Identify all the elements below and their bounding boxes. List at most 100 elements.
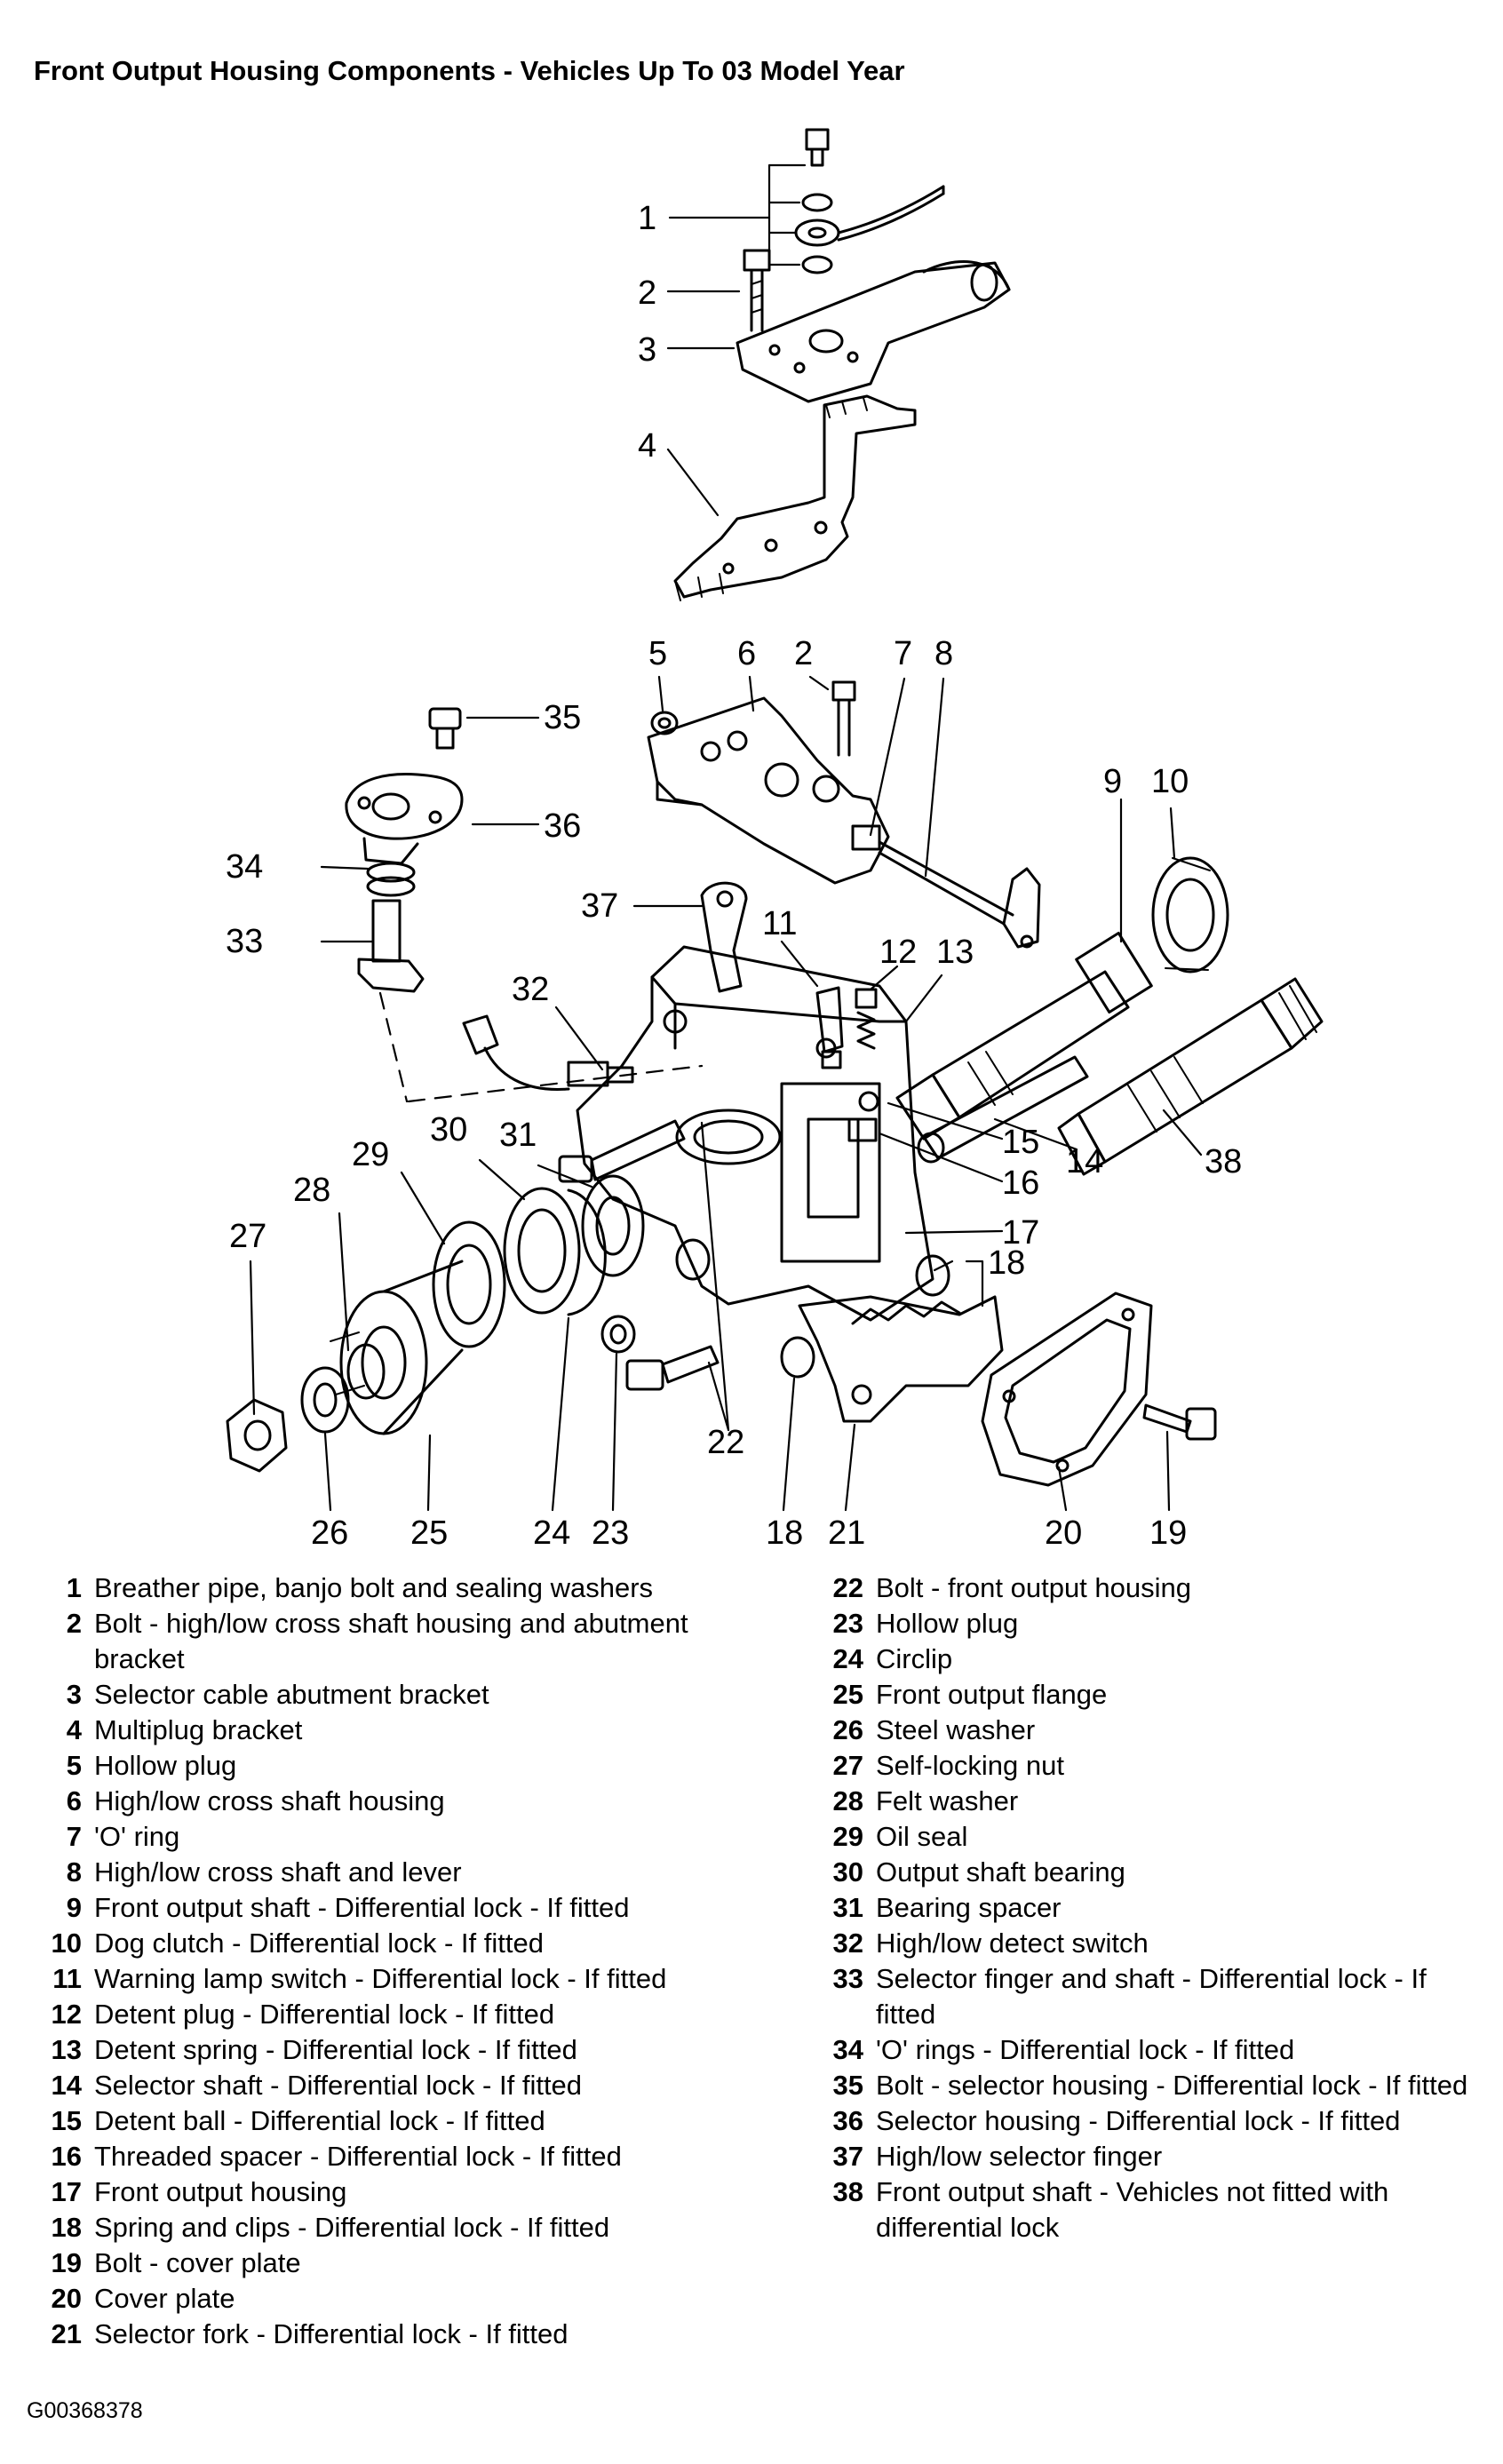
legend-item: 1 Breather pipe, banjo bolt and sealing w… bbox=[27, 1570, 773, 1606]
callout-11: 11 bbox=[762, 905, 797, 942]
bolt-part-2b bbox=[831, 680, 856, 757]
legend-description: Bolt - selector housing - Differential l… bbox=[876, 2070, 1468, 2101]
legend-description: Output shaft bearing bbox=[876, 1856, 1125, 1888]
figure-code: G00368378 bbox=[27, 2398, 143, 2423]
legend-number: 21 bbox=[51, 2318, 82, 2349]
callout-25: 25 bbox=[410, 1514, 448, 1552]
leader-lines bbox=[249, 163, 1203, 1512]
callout-3: 3 bbox=[638, 331, 656, 369]
callout-31: 31 bbox=[499, 1117, 537, 1154]
callout-37: 37 bbox=[581, 887, 618, 925]
callout-21: 21 bbox=[828, 1514, 865, 1552]
legend-description: Front output shaft - Vehicles not fitted… bbox=[876, 2176, 1389, 2243]
legend-item: 26 Steel washer bbox=[808, 1713, 1483, 1748]
abutment-bracket-part bbox=[736, 260, 1011, 403]
legend-description: Detent ball - Differential lock - If fit… bbox=[94, 2105, 545, 2136]
legend-number: 30 bbox=[832, 1856, 863, 1888]
legend-description: Selector fork - Differential lock - If f… bbox=[94, 2318, 569, 2349]
legend-number: 8 bbox=[66, 1856, 82, 1888]
legend-number: 4 bbox=[66, 1714, 82, 1745]
callout-32: 32 bbox=[512, 971, 549, 1008]
legend-description: Bolt - high/low cross shaft housing and … bbox=[94, 1608, 688, 1674]
legend-number: 16 bbox=[51, 2141, 82, 2172]
oil-seal-part bbox=[432, 1220, 506, 1348]
callout-34: 34 bbox=[226, 848, 263, 886]
legend-description: Spring and clips - Differential lock - I… bbox=[94, 2212, 610, 2243]
legend-number: 12 bbox=[51, 1999, 82, 2030]
legend-description: Steel washer bbox=[876, 1714, 1036, 1745]
callout-19: 19 bbox=[1149, 1514, 1187, 1552]
legend-number: 9 bbox=[66, 1892, 82, 1923]
warning-lamp-switch-part bbox=[815, 986, 844, 1069]
legend-description: 'O' ring bbox=[94, 1821, 180, 1852]
legend-item: 34'O' rings - Differential lock - If fit… bbox=[808, 2032, 1483, 2068]
legend-description: Hollow plug bbox=[94, 1750, 237, 1781]
high-low-finger-part bbox=[700, 881, 748, 993]
callout-4: 4 bbox=[638, 427, 656, 465]
legend-description: High/low cross shaft housing bbox=[94, 1785, 445, 1816]
legend-description: Selector shaft - Differential lock - If … bbox=[94, 2070, 583, 2101]
cross-shaft-housing-part bbox=[647, 696, 890, 885]
legend-number: 1 bbox=[66, 1572, 82, 1603]
callout-9: 9 bbox=[1103, 763, 1122, 800]
self-locking-nut-part bbox=[226, 1398, 288, 1473]
legend-number: 28 bbox=[832, 1785, 863, 1816]
spring-clips-part bbox=[780, 1254, 961, 1379]
legend-number: 6 bbox=[66, 1785, 82, 1816]
legend-description: Circlip bbox=[876, 1643, 953, 1674]
page-title: Front Output Housing Components - Vehicl… bbox=[34, 55, 905, 86]
legend-description: Front output housing bbox=[94, 2176, 347, 2207]
bearing-spacer-part bbox=[581, 1174, 645, 1277]
legend-number: 26 bbox=[832, 1714, 863, 1745]
callout-27: 27 bbox=[229, 1218, 266, 1255]
legend-item: 14 Selector shaft - Differential lock - I… bbox=[27, 2068, 773, 2103]
legend-description: Bolt - cover plate bbox=[94, 2247, 301, 2278]
front-output-flange-part bbox=[330, 1260, 464, 1435]
selector-fork-part bbox=[798, 1295, 1004, 1423]
legend-description: Selector housing - Differential lock - I… bbox=[876, 2105, 1401, 2136]
legend-number: 14 bbox=[51, 2070, 82, 2101]
legend-description: Breather pipe, banjo bolt and sealing wa… bbox=[94, 1572, 654, 1603]
o-rings-part bbox=[366, 862, 416, 897]
callout-2b: 2 bbox=[794, 635, 813, 672]
legend-description: High/low selector finger bbox=[876, 2141, 1163, 2172]
detent-plug-spring-part bbox=[855, 988, 878, 1050]
callout-6: 6 bbox=[737, 635, 756, 672]
legend-description: Selector finger and shaft - Differential… bbox=[876, 1963, 1427, 2030]
output-shaft-bearing-part bbox=[503, 1187, 581, 1315]
legend-number: 20 bbox=[51, 2283, 82, 2314]
legend-number: 33 bbox=[832, 1963, 863, 1994]
front-output-shaft-diff-part bbox=[895, 931, 1153, 1141]
callout-17: 17 bbox=[1002, 1214, 1039, 1252]
callout-22: 22 bbox=[707, 1424, 744, 1461]
callout-13: 13 bbox=[936, 934, 974, 971]
legend-number: 24 bbox=[832, 1643, 863, 1674]
legend-description: Detent spring - Differential lock - If f… bbox=[94, 2034, 577, 2065]
legend-description: Bolt - front output housing bbox=[876, 1572, 1192, 1603]
legend-number: 27 bbox=[832, 1750, 863, 1781]
callout-20: 20 bbox=[1045, 1514, 1082, 1552]
legend-description: Cover plate bbox=[94, 2283, 235, 2314]
legend-description: Warning lamp switch - Differential lock … bbox=[94, 1963, 667, 1994]
dog-clutch-part bbox=[1151, 856, 1229, 974]
cross-shaft-lever-part bbox=[878, 840, 1041, 949]
legend-number: 37 bbox=[832, 2141, 863, 2172]
callout-15: 15 bbox=[1002, 1124, 1039, 1161]
callout-8: 8 bbox=[934, 635, 953, 672]
callout-36: 36 bbox=[544, 807, 581, 845]
legend-item: 21 Selector fork - Differential lock - If… bbox=[27, 2317, 773, 2352]
legend-item: 6 High/low cross shaft housing bbox=[27, 1784, 773, 1819]
housing-bolt-part bbox=[558, 1119, 686, 1183]
callout-18b: 18 bbox=[766, 1514, 803, 1552]
